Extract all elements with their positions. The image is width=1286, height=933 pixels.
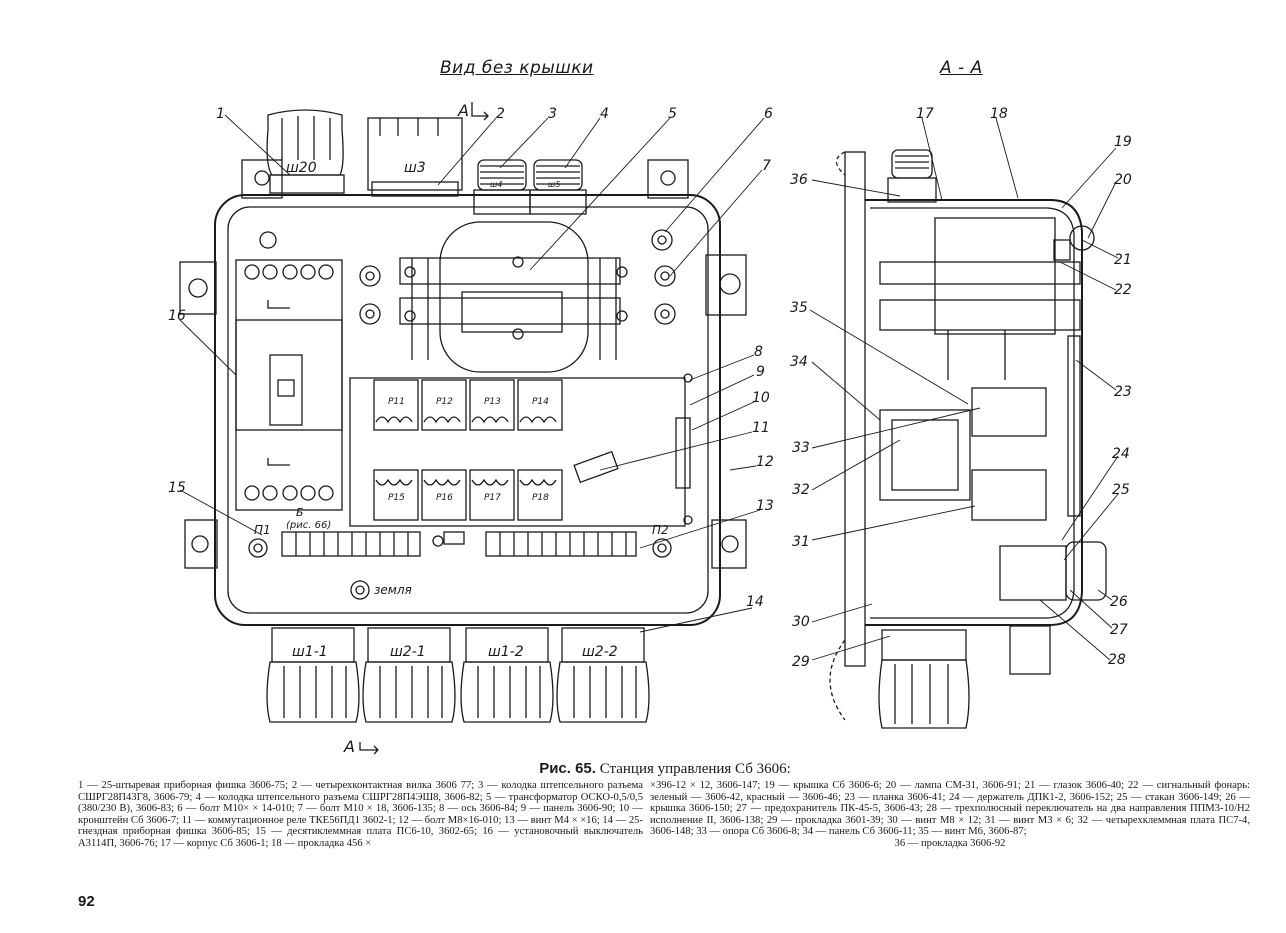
front-view-title: Вид без крышки — [440, 58, 594, 78]
enclosure-inner — [227, 206, 709, 614]
ground-label: земля — [374, 583, 412, 597]
callout: 25 — [1112, 482, 1130, 498]
figure-caption: Рис. 65. Станция управления Сб 3606: — [70, 760, 1260, 778]
technical-drawing: ш20 ш3 ш4 ш5 ш1-1 ш2-1 ш1-2 ш2-2 Р11 Р12… — [168, 101, 1132, 756]
callout: 16 — [168, 308, 186, 324]
callout: 31 — [792, 534, 810, 550]
b-label: Б — [296, 506, 304, 519]
callout: 26 — [1110, 594, 1128, 610]
section-view-title: А - А — [940, 58, 983, 78]
relay-label: Р14 — [532, 397, 549, 407]
caption-title: Станция управления Сб 3606: — [599, 761, 791, 777]
callout: 20 — [1114, 172, 1132, 188]
callout: 22 — [1114, 282, 1132, 298]
callout: 19 — [1114, 134, 1132, 150]
callout: 35 — [790, 300, 808, 316]
relay-label: Р13 — [484, 397, 501, 407]
page-number: 92 — [78, 893, 95, 910]
legend-right-column: ×396-12 × 12, 3606-147; 19 — крышка Сб 3… — [650, 780, 1250, 850]
terminal-label-right: П2 — [652, 523, 669, 537]
circuit-breaker — [235, 259, 343, 511]
callout: 33 — [792, 440, 810, 456]
plug-label-bottom-3: ш1-2 — [488, 644, 524, 660]
panel-plate — [844, 151, 866, 667]
callout: 7 — [762, 158, 771, 174]
caption-prefix: Рис. 65. — [539, 760, 596, 777]
callout: 5 — [668, 106, 677, 122]
plug-label-sh3: ш3 — [404, 160, 426, 176]
relay-panel — [349, 373, 693, 527]
mount-bracket-left — [179, 261, 217, 315]
callout: 11 — [752, 420, 770, 436]
b-ref-label: (рис. 66) — [286, 520, 331, 531]
callout: 27 — [1110, 622, 1128, 638]
section-mark-bottom: А — [343, 737, 355, 756]
callout: 28 — [1108, 652, 1126, 668]
callout: 18 — [990, 106, 1008, 122]
plug-bottom-2 — [362, 627, 456, 723]
callout: 8 — [754, 344, 763, 360]
callout: 29 — [792, 654, 810, 670]
callout: 6 — [764, 106, 773, 122]
plug-label-bottom-2: ш2-1 — [390, 644, 426, 660]
callout: 32 — [792, 482, 810, 498]
relay-label: Р16 — [436, 493, 453, 503]
terminal-strip-left — [281, 531, 465, 557]
relay-label: Р11 — [388, 397, 405, 407]
front-view — [179, 102, 765, 755]
plug-sh3 — [367, 117, 463, 197]
terminal-label-left: П1 — [254, 523, 271, 537]
callout: 4 — [600, 106, 609, 122]
plug-bottom-3 — [460, 627, 554, 723]
callout: 9 — [756, 364, 765, 380]
plug-sh5 — [529, 159, 587, 215]
plug-bottom-4 — [556, 627, 650, 723]
callout: 2 — [496, 106, 505, 122]
callout: 34 — [790, 354, 808, 370]
callout: 15 — [168, 480, 186, 496]
transformer — [359, 221, 676, 373]
mount-bracket-right — [705, 254, 747, 316]
relay-label: Р17 — [484, 493, 501, 503]
relay-label: Р15 — [388, 493, 405, 503]
housing-outline — [865, 199, 1083, 626]
legend-left-text: 1 — 25-штыревая приборная фишка 3606-75;… — [78, 780, 643, 849]
plug-label-sh5: ш5 — [548, 180, 560, 189]
mount-bracket-right-low — [711, 519, 747, 569]
plug-label-bottom-4: ш2-2 — [582, 644, 618, 660]
section-mark-top: А — [457, 101, 469, 120]
enclosure-outer — [214, 194, 721, 626]
plug-sh20 — [266, 109, 345, 194]
callout: 1 — [216, 106, 225, 122]
ground-screw — [350, 580, 370, 600]
callout: 30 — [792, 614, 810, 630]
callout: 17 — [916, 106, 934, 122]
plug-label-sh20: ш20 — [286, 160, 317, 176]
leader-lines-section — [809, 117, 1119, 661]
relay-label: Р18 — [532, 493, 549, 503]
terminal-strip-right — [485, 531, 637, 557]
legend-left-column: 1 — 25-штыревая приборная фишка 3606-75;… — [78, 780, 643, 850]
callout: 24 — [1112, 446, 1130, 462]
callout: 10 — [752, 390, 770, 406]
callout: 3 — [548, 106, 557, 122]
legend-right-last: 36 — прокладка 3606-92 — [894, 837, 1006, 849]
plug-label-bottom-1: ш1-1 — [292, 644, 328, 660]
plug-bottom-1 — [266, 627, 360, 723]
leader-lines-front — [179, 114, 765, 633]
mount-bracket-left-low — [184, 519, 218, 569]
callout: 12 — [756, 454, 774, 470]
section-view — [809, 117, 1119, 729]
callout: 36 — [790, 172, 808, 188]
relay-label: Р12 — [436, 397, 453, 407]
callout: 14 — [746, 594, 764, 610]
plug-label-sh4: ш4 — [490, 180, 502, 189]
callout: 13 — [756, 498, 774, 514]
callout: 23 — [1114, 384, 1132, 400]
legend-right-text: ×396-12 × 12, 3606-147; 19 — крышка Сб 3… — [650, 780, 1250, 838]
callout: 21 — [1114, 252, 1132, 268]
